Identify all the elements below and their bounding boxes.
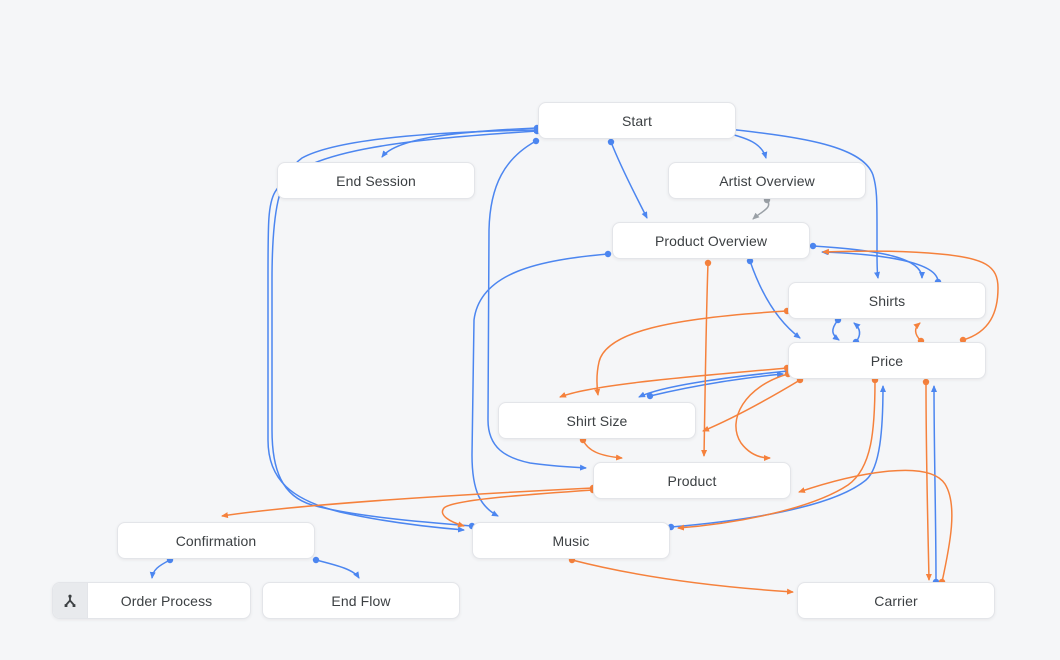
edge-product-to-music[interactable] xyxy=(441,489,594,528)
edge-product_overview-to-shirts[interactable] xyxy=(812,245,925,279)
node-end_flow[interactable]: End Flow xyxy=(262,582,460,619)
edge-source-dot xyxy=(604,250,612,258)
edge-price-to-shirt_size[interactable] xyxy=(702,379,801,432)
node-label: Price xyxy=(870,352,904,369)
edge-shirt_size-to-price[interactable] xyxy=(649,371,784,397)
node-product[interactable]: Product xyxy=(593,462,791,499)
edge-source-dot xyxy=(922,378,930,386)
edge-shirt_size-to-product[interactable] xyxy=(582,439,623,461)
edge-price-to-music[interactable] xyxy=(677,379,876,531)
workflow-branch-icon xyxy=(53,583,88,618)
node-label: Product xyxy=(667,472,717,489)
edge-start-to-product_overview[interactable] xyxy=(610,141,648,219)
edge-shirts-to-shirt_size[interactable] xyxy=(594,310,788,396)
node-label: Product Overview xyxy=(654,232,768,249)
edge-product_overview-to-music[interactable] xyxy=(471,253,609,517)
edge-source-dot xyxy=(746,257,754,265)
edge-price-to-product[interactable] xyxy=(735,373,789,461)
edge-carrier-to-price[interactable] xyxy=(931,385,938,583)
edge-source-dot xyxy=(532,137,540,145)
node-start[interactable]: Start xyxy=(538,102,736,139)
node-label: Start xyxy=(621,112,653,129)
node-price[interactable]: Price xyxy=(788,342,986,379)
edge-product_overview-to-product[interactable] xyxy=(701,262,709,457)
edge-source-dot xyxy=(646,392,654,400)
edge-start-to-music[interactable] xyxy=(267,130,538,533)
edge-shirts-to-product_overview[interactable] xyxy=(821,249,939,283)
edge-source-dot xyxy=(312,556,320,564)
node-artist_overview[interactable]: Artist Overview xyxy=(668,162,866,199)
node-order_process[interactable]: Order Process xyxy=(52,582,251,619)
node-label: Music xyxy=(552,532,590,549)
node-product_overview[interactable]: Product Overview xyxy=(612,222,810,259)
node-end_session[interactable]: End Session xyxy=(277,162,475,199)
node-shirt_size[interactable]: Shirt Size xyxy=(498,402,696,439)
edge-confirmation-to-order_process[interactable] xyxy=(149,559,171,579)
edge-price-to-shirt_size[interactable] xyxy=(559,367,788,398)
node-label: End Session xyxy=(336,172,416,189)
edge-start-to-product[interactable] xyxy=(487,140,587,471)
node-label: Artist Overview xyxy=(719,172,815,189)
node-carrier[interactable]: Carrier xyxy=(797,582,995,619)
edge-start-to-end_session[interactable] xyxy=(381,127,538,158)
node-label: End Flow xyxy=(331,592,391,609)
edge-price-to-product_overview[interactable] xyxy=(822,248,999,341)
node-label: Carrier xyxy=(874,592,918,609)
node-music[interactable]: Music xyxy=(472,522,670,559)
edge-music-to-price[interactable] xyxy=(670,385,886,528)
node-label: Shirts xyxy=(868,292,906,309)
node-label: Order Process xyxy=(120,592,213,609)
edge-source-dot xyxy=(607,138,615,146)
edge-source-dot xyxy=(959,336,967,344)
edge-source-dot xyxy=(704,259,712,267)
edge-music-to-start[interactable] xyxy=(271,127,541,527)
edge-product-to-confirmation[interactable] xyxy=(221,487,594,519)
node-confirmation[interactable]: Confirmation xyxy=(117,522,315,559)
edge-product_overview-to-price[interactable] xyxy=(749,260,801,339)
edge-price-to-carrier[interactable] xyxy=(925,381,932,581)
edge-start-to-shirts[interactable] xyxy=(718,127,880,279)
edge-music-to-carrier[interactable] xyxy=(571,559,794,595)
node-label: Shirt Size xyxy=(566,412,628,429)
node-label: Confirmation xyxy=(175,532,257,549)
edge-source-dot xyxy=(809,242,817,250)
node-shirts[interactable]: Shirts xyxy=(788,282,986,319)
edge-confirmation-to-end_flow[interactable] xyxy=(315,559,360,579)
edge-carrier-to-product[interactable] xyxy=(798,469,953,583)
